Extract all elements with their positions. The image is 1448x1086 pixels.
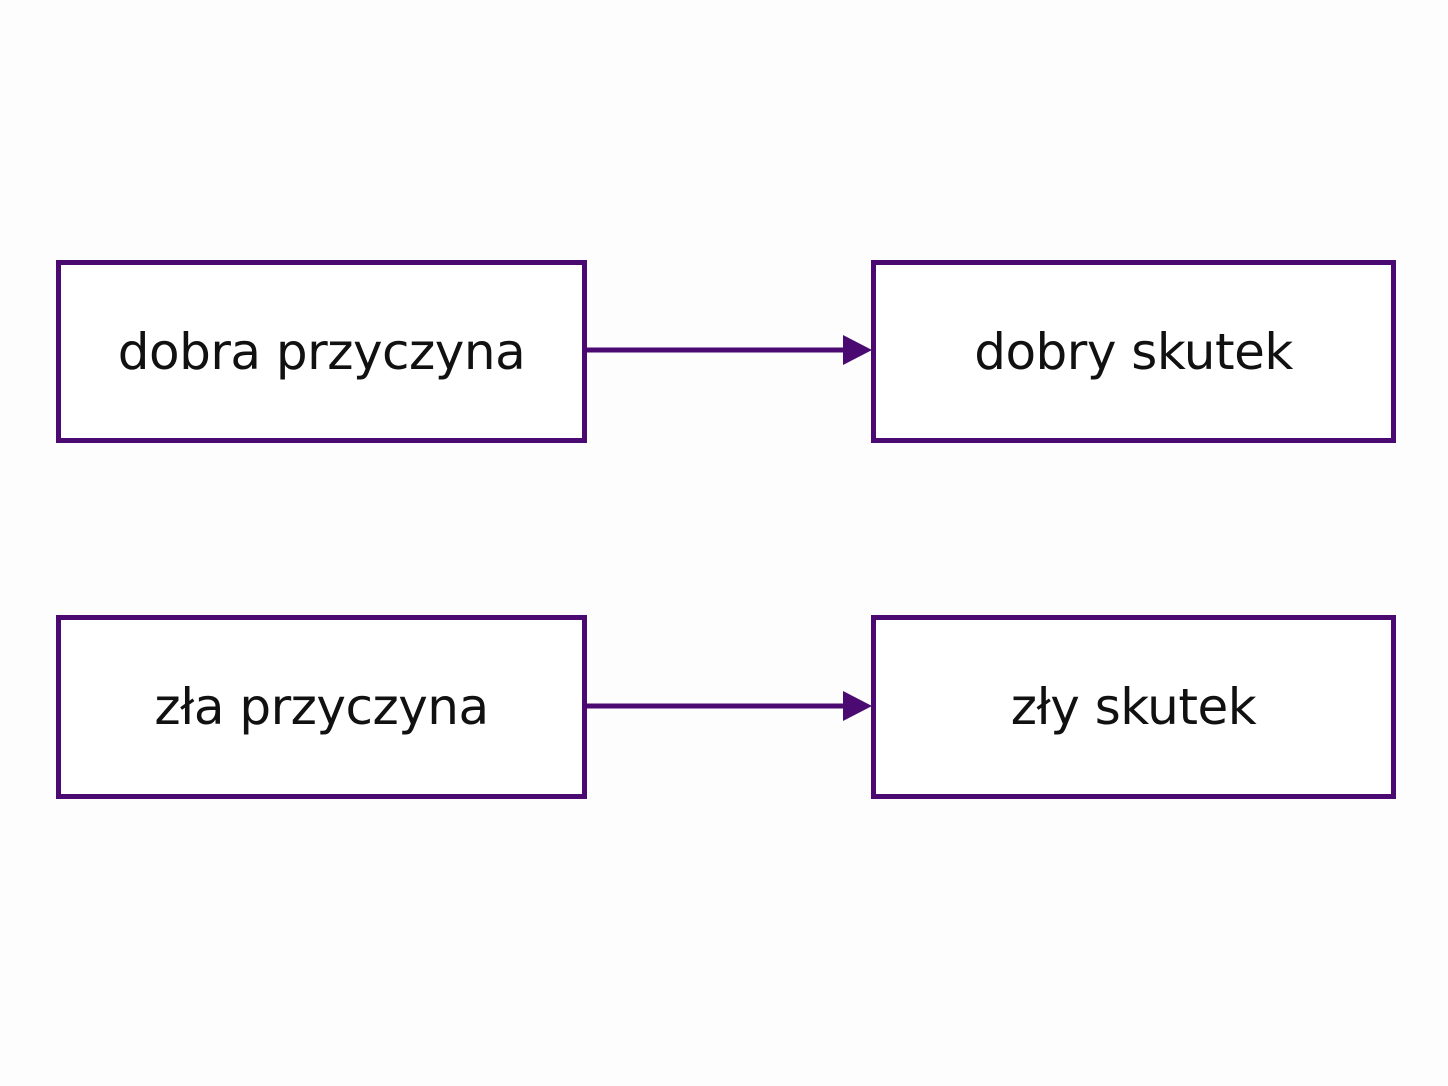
node-bad-cause: zła przyczyna <box>56 615 587 799</box>
node-label: zła przyczyna <box>154 678 489 736</box>
node-good-effect: dobry skutek <box>871 260 1396 443</box>
node-label: dobra przyczyna <box>117 322 526 381</box>
edge-good-cause-to-good-effect <box>587 335 872 365</box>
arrowhead-icon <box>843 335 872 365</box>
node-label: dobry skutek <box>974 322 1293 381</box>
node-good-cause: dobra przyczyna <box>56 260 587 443</box>
node-bad-effect: zły skutek <box>871 615 1396 799</box>
arrowhead-icon <box>843 691 872 721</box>
edge-bad-cause-to-bad-effect <box>587 691 872 721</box>
node-label: zły skutek <box>1010 678 1257 736</box>
